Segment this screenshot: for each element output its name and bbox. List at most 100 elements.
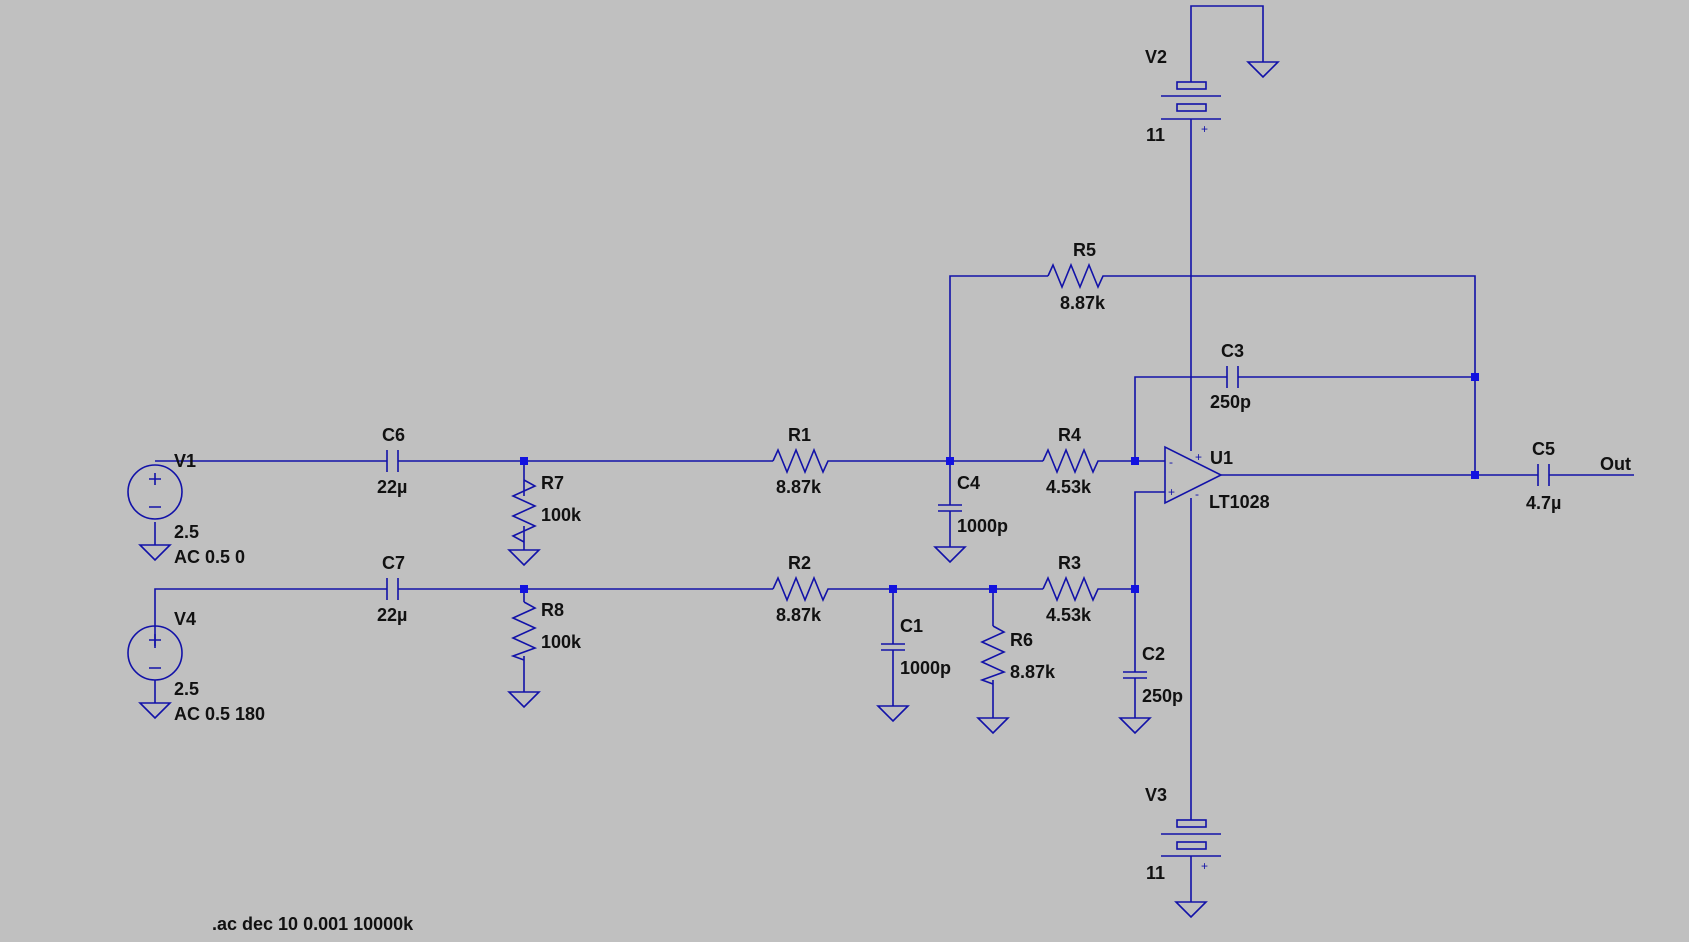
junction-dot [520, 457, 528, 465]
junction-dot [1131, 585, 1139, 593]
wires [154, 5, 1634, 902]
c7-symbol[interactable] [386, 578, 399, 600]
v4-symbol[interactable] [127, 625, 183, 681]
c7-value: 22µ [377, 605, 407, 625]
v3-symbol[interactable]: + [1161, 819, 1221, 873]
c4-symbol[interactable] [938, 504, 962, 512]
capacitors [386, 366, 1550, 679]
r7-name: R7 [541, 473, 564, 493]
r6-value: 8.87k [1010, 662, 1056, 682]
ground-icon [138, 702, 172, 720]
r8-value: 100k [541, 632, 582, 652]
r4-name: R4 [1058, 425, 1081, 445]
c3-value: 250p [1210, 392, 1251, 412]
opamp-plus-pin: + [1168, 485, 1175, 499]
output-label: Out [1600, 454, 1631, 474]
junction-dot [1471, 471, 1479, 479]
junction-dot [1471, 373, 1479, 381]
c2-symbol[interactable] [1123, 671, 1147, 679]
wire-v2-gnd [1190, 5, 1264, 82]
grounds [138, 61, 1280, 919]
r3-name: R3 [1058, 553, 1081, 573]
opamp-triangle [1164, 445, 1223, 505]
c3-symbol[interactable] [1226, 366, 1239, 388]
v4-name: V4 [174, 609, 196, 629]
v3-name: V3 [1145, 785, 1167, 805]
r7-value: 100k [541, 505, 582, 525]
ground-icon [1118, 717, 1152, 735]
r5-name: R5 [1073, 240, 1096, 260]
ground-icon [1174, 901, 1208, 919]
c1-value: 1000p [900, 658, 951, 678]
r6-symbol[interactable] [979, 625, 1007, 685]
opamp-u1[interactable]: - + + - [1164, 445, 1223, 505]
r4-symbol[interactable] [1042, 447, 1103, 475]
v2-name: V2 [1145, 47, 1167, 67]
svg-text:+: + [1201, 122, 1208, 136]
c4-value: 1000p [957, 516, 1008, 536]
c3-name: C3 [1221, 341, 1244, 361]
c7-name: C7 [382, 553, 405, 573]
ground-icon [507, 691, 541, 709]
labels: V1 2.5 AC 0.5 0 V4 2.5 AC 0.5 180 V2 11 … [174, 47, 1631, 934]
c5-symbol[interactable] [1537, 464, 1550, 486]
junction-dot [520, 585, 528, 593]
c2-name: C2 [1142, 644, 1165, 664]
wire-c3-right [1238, 376, 1476, 475]
ground-icon [876, 705, 910, 723]
opamp-minus-pin: - [1169, 455, 1173, 469]
wire-v4-c7 [154, 588, 387, 648]
r5-symbol[interactable] [1047, 262, 1108, 290]
resistors [510, 262, 1108, 685]
c1-name: C1 [900, 616, 923, 636]
ac-sources [127, 464, 183, 681]
wire-plus [1134, 491, 1165, 589]
u1-name: U1 [1210, 448, 1233, 468]
ground-icon [1246, 61, 1280, 79]
r8-symbol[interactable] [510, 601, 538, 661]
opamp-vminus-pin: - [1195, 487, 1199, 501]
r6-name: R6 [1010, 630, 1033, 650]
ground-icon [933, 546, 967, 564]
u1-model: LT1028 [1209, 492, 1270, 512]
ground-icon [138, 544, 172, 562]
v2-value: 11 [1146, 125, 1165, 145]
spice-directive[interactable]: .ac dec 10 0.001 10000k [212, 914, 414, 934]
r4-value: 4.53k [1046, 477, 1092, 497]
c6-symbol[interactable] [386, 450, 399, 472]
r8-name: R8 [541, 600, 564, 620]
junction-dot [889, 585, 897, 593]
c5-name: C5 [1532, 439, 1555, 459]
wire-c3-left [1134, 376, 1227, 461]
r1-name: R1 [788, 425, 811, 445]
v1-symbol[interactable] [127, 464, 183, 520]
r3-value: 4.53k [1046, 605, 1092, 625]
batteries: + + [1161, 81, 1221, 873]
junction-dot [989, 585, 997, 593]
ground-icon [507, 549, 541, 567]
svg-text:+: + [1201, 859, 1208, 873]
r2-symbol[interactable] [772, 575, 833, 603]
junctions [520, 373, 1479, 593]
v1-dc: 2.5 [174, 522, 199, 542]
ground-icon [976, 717, 1010, 735]
c5-value: 4.7µ [1526, 493, 1561, 513]
v2-symbol[interactable]: + [1161, 81, 1221, 136]
junction-dot [946, 457, 954, 465]
c2-value: 250p [1142, 686, 1183, 706]
wire-r5-right [1108, 275, 1476, 377]
r1-symbol[interactable] [772, 447, 833, 475]
v1-name: V1 [174, 451, 196, 471]
r3-symbol[interactable] [1042, 575, 1103, 603]
c1-symbol[interactable] [881, 643, 905, 651]
v4-ac: AC 0.5 180 [174, 704, 265, 724]
opamp-vplus-pin: + [1195, 450, 1202, 464]
r2-name: R2 [788, 553, 811, 573]
r2-value: 8.87k [776, 605, 822, 625]
v3-value: 11 [1146, 863, 1165, 883]
wire-r5-left [949, 275, 1048, 461]
r7-symbol[interactable] [511, 479, 537, 543]
r5-value: 8.87k [1060, 293, 1106, 313]
r1-value: 8.87k [776, 477, 822, 497]
